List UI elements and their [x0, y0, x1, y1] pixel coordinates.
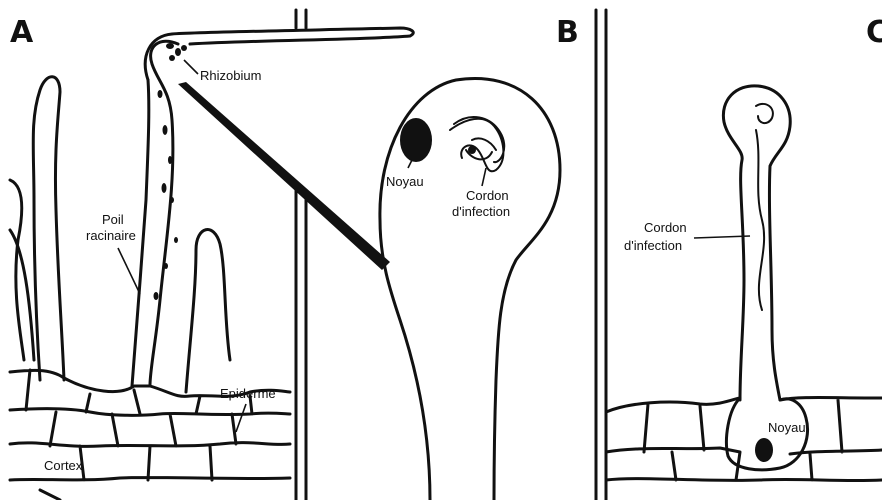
panel-a-hair-tip — [145, 28, 413, 80]
leader-poil — [118, 248, 140, 294]
label-poil-line2: racinaire — [86, 228, 136, 243]
panel-a-side-hair-1 — [33, 77, 64, 380]
label-poil-line1: Poil — [102, 212, 124, 227]
rhizobium-cluster — [166, 43, 187, 61]
label-noyau-c: Noyau — [768, 420, 806, 435]
panel-a-side-hair-3 — [186, 230, 230, 392]
panel-c-nucleus — [755, 438, 773, 462]
label-noyau-b: Noyau — [386, 174, 424, 189]
panel-a-side-hair-2 — [10, 180, 24, 360]
panel-a-root-hair — [132, 41, 178, 386]
label-cordon-c-line1: Cordon — [644, 220, 687, 235]
label-cordon-c-line2: d'infection — [624, 238, 682, 253]
label-epiderme: Epiderme — [220, 386, 276, 401]
label-cortex: Cortex — [44, 458, 83, 473]
panel-c-curl — [756, 104, 773, 123]
panel-c: C Cordon d'infection Noyau — [606, 15, 882, 481]
panel-a-bottom-arrow — [40, 490, 60, 500]
panel-a-infection-thread — [154, 90, 179, 300]
panel-c-infection-thread — [756, 130, 764, 310]
label-cordon-b-line1: Cordon — [466, 188, 509, 203]
panel-a-top-tick — [296, 10, 306, 28]
label-rhizobium: Rhizobium — [200, 68, 261, 83]
panel-b-infection-cord — [450, 117, 504, 171]
panel-bc-divider — [596, 10, 606, 500]
panel-a-divider — [296, 190, 306, 500]
leader-cordon-b — [482, 168, 486, 186]
label-cordon-b-line2: d'infection — [452, 204, 510, 219]
panel-a-letter: A — [10, 15, 34, 50]
panel-b: B Noyau Cordon d'infection — [380, 10, 606, 500]
panel-b-letter: B — [556, 15, 579, 50]
panel-c-letter: C — [866, 15, 882, 50]
leader-epiderme — [236, 404, 246, 432]
leader-noyau-b — [408, 160, 412, 168]
panel-a: A — [10, 10, 413, 500]
panel-a-diagonal-band — [178, 82, 390, 270]
panel-b-nucleus — [400, 118, 432, 162]
leader-rhizobium — [184, 60, 198, 74]
